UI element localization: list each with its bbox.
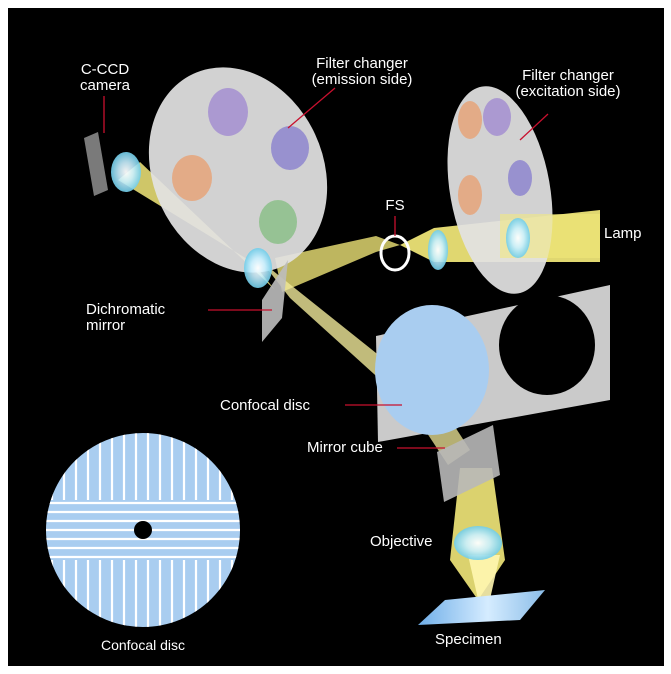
label-mirror-cube: Mirror cube [307, 440, 383, 456]
filter-changer-excitation [433, 78, 568, 302]
label-camera: C-CCD camera [68, 62, 142, 94]
label-inset-caption: Confocal disc [83, 637, 203, 653]
filter-blue-excitation [508, 160, 532, 196]
label-fs: FS [380, 198, 410, 214]
filter-orange-emission [172, 155, 212, 201]
open-aperture [499, 295, 595, 395]
filter-purple-emission [208, 88, 248, 136]
label-objective: Objective [370, 534, 433, 550]
filter-orange-excitation [458, 101, 482, 139]
label-dichromatic: Dichromatic mirror [86, 302, 165, 334]
excitation-lens [428, 230, 448, 270]
filter-blue-emission [271, 126, 309, 170]
label-lamp: Lamp [604, 226, 642, 242]
label-confocal-disc: Confocal disc [220, 398, 310, 414]
inset-center-dot [134, 521, 152, 539]
confocal-disc-pattern [375, 305, 489, 435]
filter-purple-excitation [483, 98, 511, 136]
objective-lens [454, 526, 502, 560]
ccd-camera [84, 132, 108, 196]
confocal-disc-inset [40, 420, 250, 640]
camera-lens [111, 152, 141, 192]
confocal-disc-panel [375, 285, 610, 442]
filter-orange2-excitation [458, 175, 482, 215]
label-filter-excitation: Filter changer (excitation side) [502, 68, 634, 100]
emission-lens [244, 248, 272, 288]
field-stop [381, 236, 409, 270]
filter-green-emission [259, 200, 297, 244]
label-filter-emission: Filter changer (emission side) [292, 56, 432, 88]
lamp-lens [506, 218, 530, 258]
label-specimen: Specimen [435, 632, 502, 648]
